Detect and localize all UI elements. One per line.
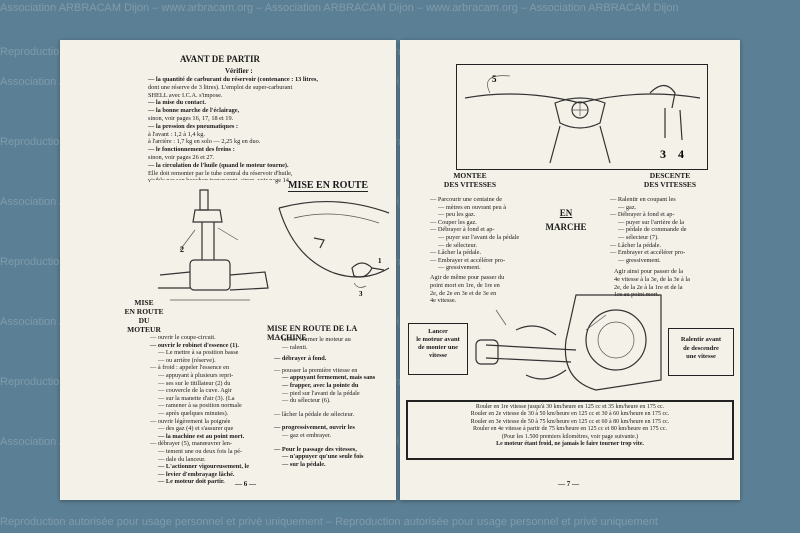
page-number-6: — 6 — <box>235 480 256 488</box>
lancer-box <box>408 323 468 375</box>
watermark-row: Association ARBRACAM Dijon – www.arbraca… <box>0 2 679 14</box>
speed-warning: Le moteur étant froid, ne jamais le fair… <box>496 441 644 448</box>
machine-steps: laisser tourner le moteur au ralenti. dé… <box>274 336 394 468</box>
handlebar-figure-frame <box>456 64 708 170</box>
speed-line-3: Rouler en 3e vitesse de 50 à 75 km/heure… <box>470 418 670 425</box>
checklist: — la quantité de carburant du réservoir … <box>148 76 318 185</box>
booklet-spread: AVANT DE PARTIR Vérifier : — la quantité… <box>60 40 740 500</box>
left-page: AVANT DE PARTIR Vérifier : — la quantité… <box>60 40 396 500</box>
mise-en-route-heading: MISE EN ROUTE <box>288 180 369 192</box>
label-3-right: 3 <box>660 147 666 161</box>
verifier-subtitle: Vérifier : <box>225 67 253 75</box>
ralentir-text: Ralentir avant de descendre une vitesse <box>680 336 722 360</box>
gear-pedal-figure <box>475 294 662 391</box>
speed-line-4: Rouler en 4e vitesse à partir de 75 km/h… <box>473 426 667 433</box>
montee-steps: Parcourir une centaine de mètres en ouvr… <box>430 196 540 272</box>
label-3: 3 <box>359 290 363 298</box>
lancer-text: Lancer le moteur avant de monter une vit… <box>416 328 460 359</box>
speed-table: Rouler en 1re vitesse jusqu'à 30 km/heur… <box>412 404 728 448</box>
speed-line-1: Rouler en 1re vitesse jusqu'à 30 km/heur… <box>475 404 665 410</box>
label-5: 5 <box>492 74 497 84</box>
speed-note: (Pour les 1.500 premiers kilomètres, voi… <box>501 433 639 440</box>
avant-de-partir-title: AVANT DE PARTIR <box>180 54 261 64</box>
descente-heading: DESCENTE DES VITESSES <box>643 171 697 189</box>
speed-line-2: Rouler en 2e vitesse de 30 à 50 km/heure… <box>470 411 670 418</box>
handlebar-figure: 5 3 4 <box>464 74 701 164</box>
montee-heading: MONTEE DES VITESSES <box>443 171 497 189</box>
mise-en-route-moteur-label: MISE EN ROUTE DU MOTEUR <box>124 298 164 334</box>
carburettor-figure: 2 <box>150 180 275 305</box>
label-1: 1 <box>378 257 382 265</box>
ralentir-box <box>668 328 734 376</box>
right-page: 5 3 4 MONTEE DES VITESSES DESCENTE DES V… <box>400 40 740 500</box>
page-number-7: — 7 — <box>558 480 579 488</box>
tank-figure: 1 3 <box>278 200 390 298</box>
montee-after: Agir de même pour passer du point mort e… <box>430 274 505 305</box>
speed-table-box <box>406 400 734 460</box>
moteur-steps: ouvrir le coupe-circuit. ouvrir le robin… <box>150 334 280 486</box>
label-4: 4 <box>678 147 684 161</box>
watermark-row: Reproduction autorisée pour usage person… <box>0 516 658 528</box>
descente-steps: Ralentir en coupant les gaz. Débrayer à … <box>610 196 730 264</box>
en-marche-heading: EN MARCHE <box>545 208 587 232</box>
label-2: 2 <box>180 245 184 254</box>
